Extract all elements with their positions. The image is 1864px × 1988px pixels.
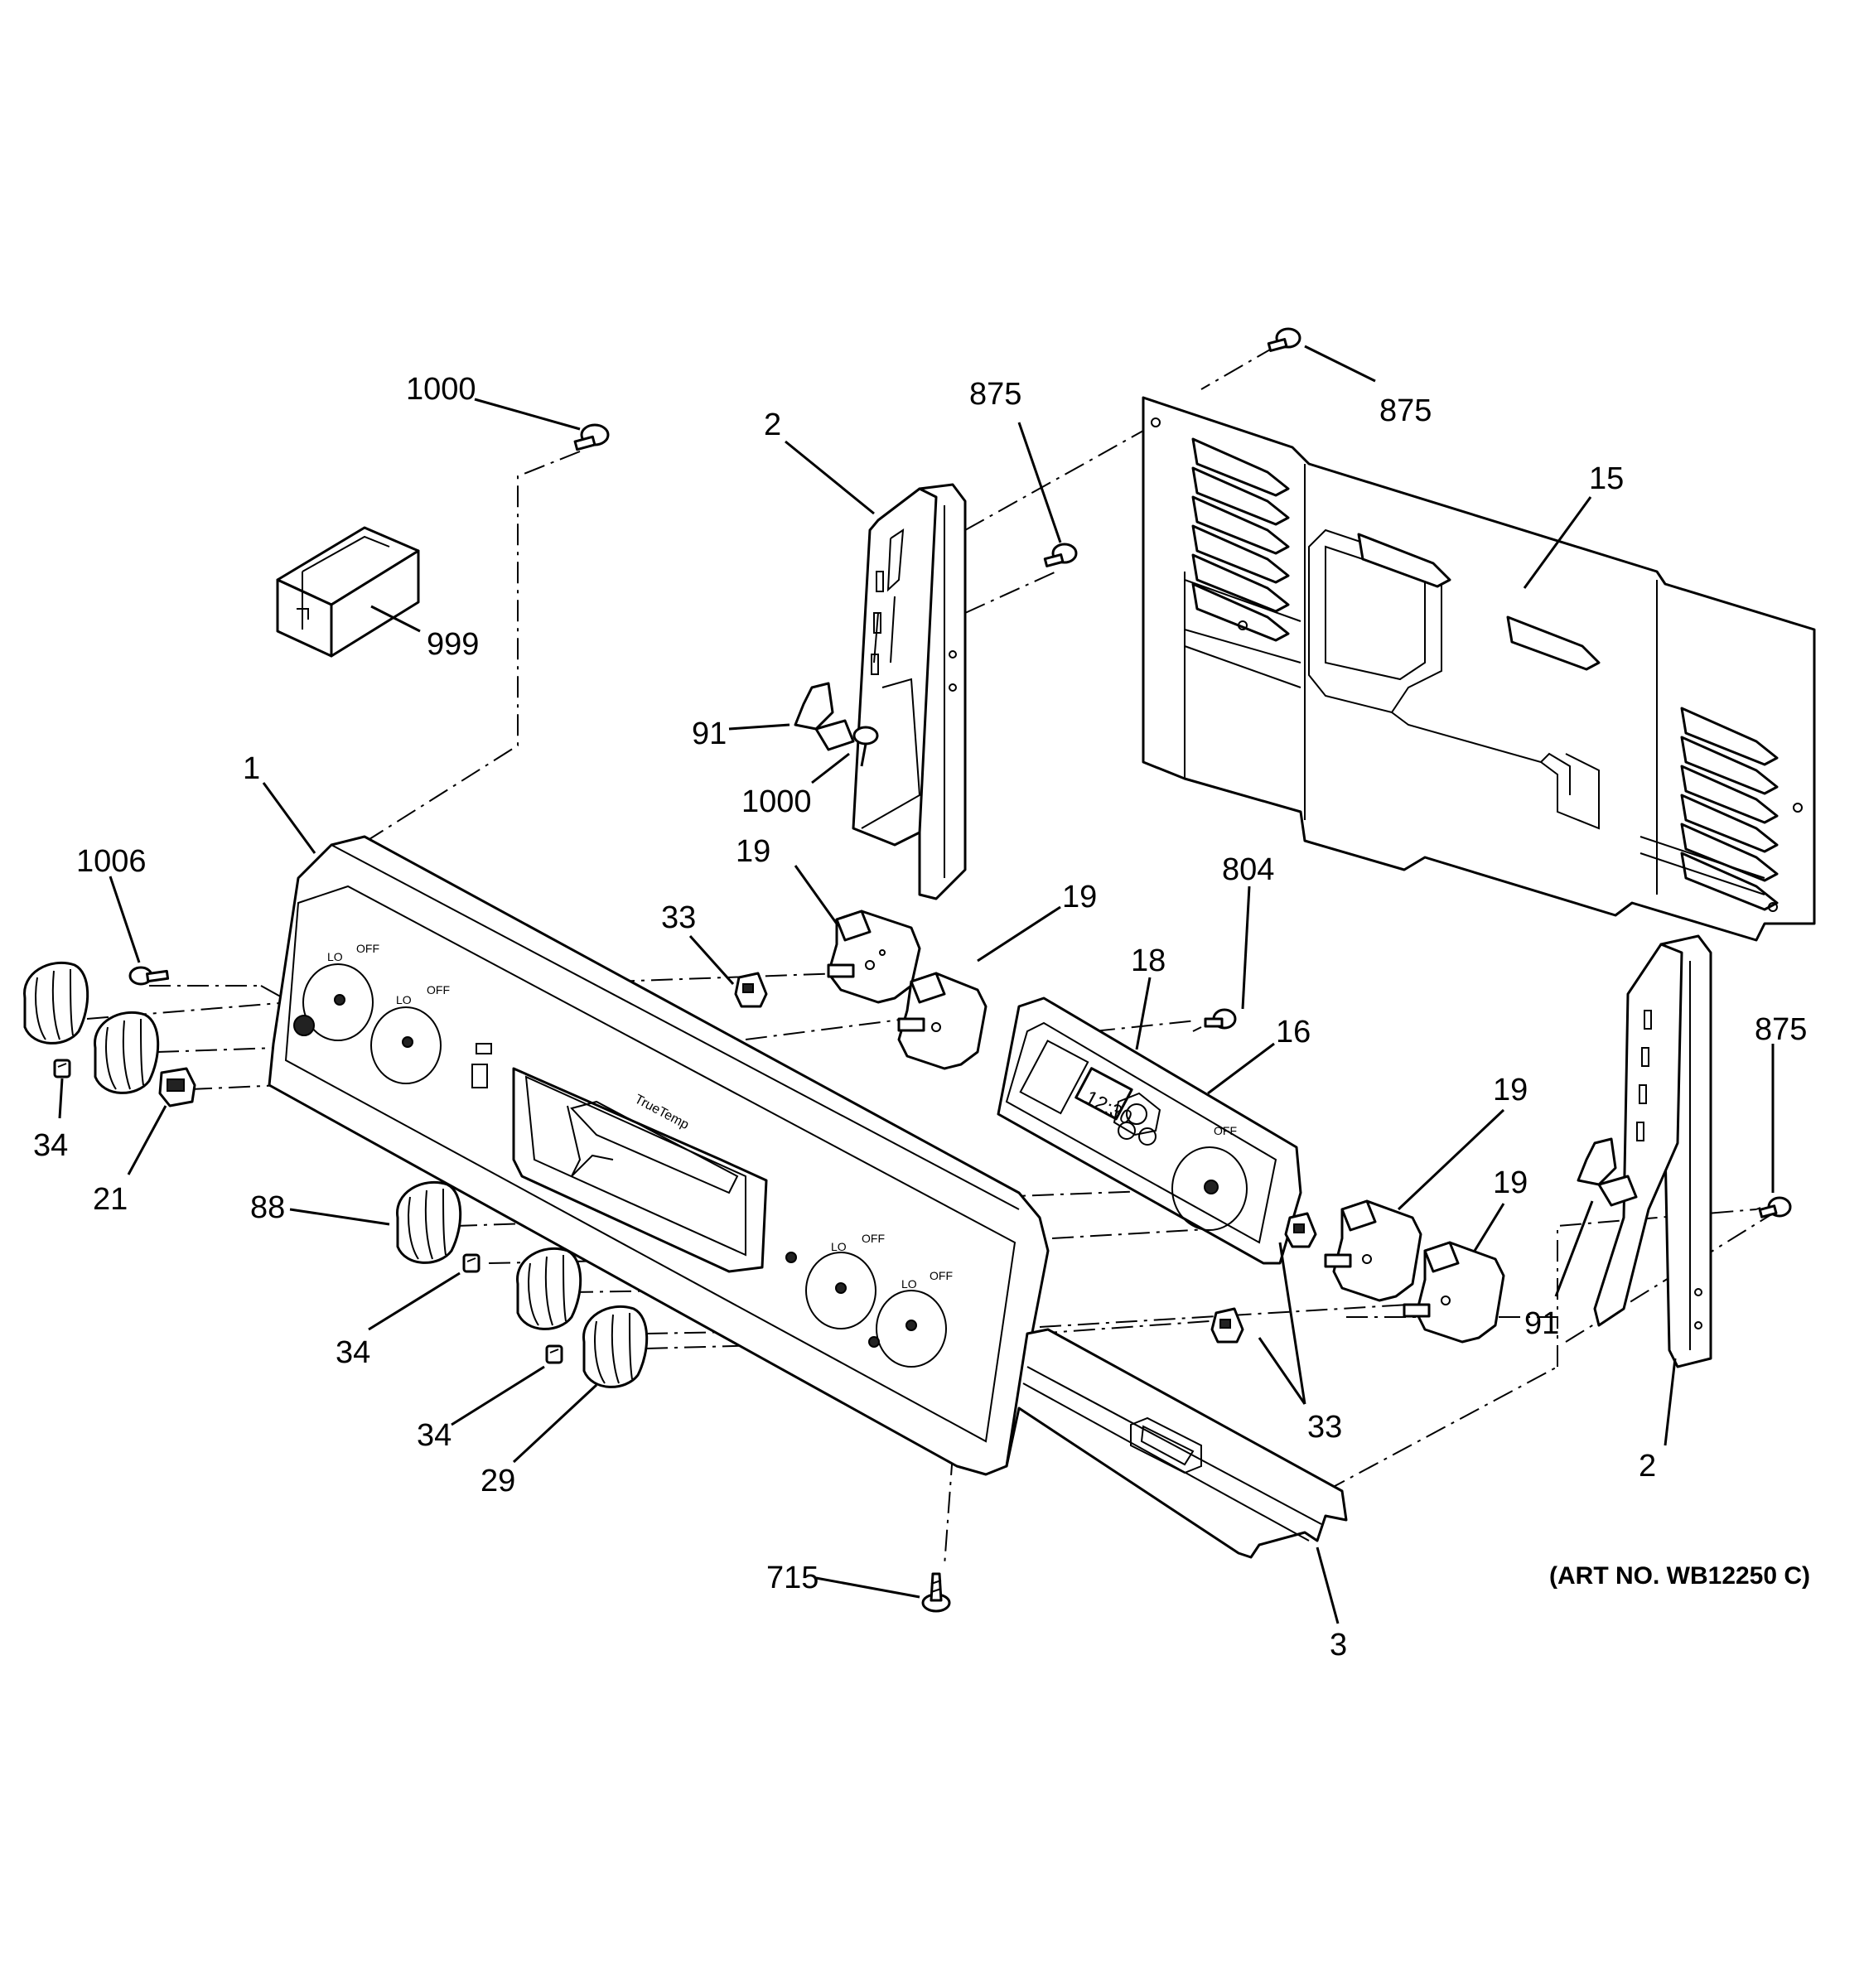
electronic-control-16: 12:30 OFF [997,996,1302,1265]
callout-18: 18 [1131,943,1166,978]
callout-2: 2 [1639,1449,1656,1484]
callout-875: 875 [969,377,1021,412]
callout-21: 21 [93,1182,128,1217]
indicator-light [868,1336,880,1348]
set-screw-34b [462,1253,480,1273]
callout-1006: 1006 [76,844,147,879]
knob-left-upper [23,961,89,1045]
dial-left-rear: OFF LO [302,942,379,1041]
dial-lo-text: LO [327,950,343,963]
switch-slot [471,1064,488,1088]
infinite-switch-19b [897,972,988,1070]
indicator-light [293,1015,315,1036]
callout-19: 19 [1493,1073,1528,1107]
callout-29: 29 [480,1464,515,1498]
screw-1006 [128,966,170,986]
dial-off-text: OFF [356,942,379,955]
clip-91-top [794,682,855,751]
clip-33a [734,972,768,1008]
callout-labels: 1000 2 875 875 15 999 91 1000 1 1006 19 … [33,372,1807,1662]
callout-34: 34 [33,1128,68,1163]
callout-875: 875 [1379,393,1432,428]
callout-804: 804 [1222,852,1274,887]
screw-875-top [1267,327,1301,352]
screw-1000-top [573,423,610,451]
dial-off-text: OFF [930,1269,953,1282]
dial-right-rear: OFF LO [805,1232,885,1329]
callout-16: 16 [1276,1015,1311,1049]
clip-91-right [1577,1137,1638,1207]
callout-999: 999 [427,627,479,662]
vent-slots-right [1680,707,1779,911]
indicator-light [785,1252,797,1263]
callout-15: 15 [1589,461,1624,496]
callout-19: 19 [736,834,770,869]
clip-33b [1284,1212,1317,1248]
side-bracket-right [1593,934,1712,1368]
dial-left-front: OFF LO [370,983,450,1084]
dial-lo-text: LO [831,1240,847,1253]
rear-vent-panel-15 [1142,396,1816,942]
callout-34: 34 [417,1418,452,1453]
callout-2: 2 [764,408,781,442]
set-screw-34a [53,1059,71,1078]
infinite-switch-19d [1403,1241,1505,1344]
callout-91: 91 [1524,1306,1559,1341]
callout-1: 1 [243,751,260,786]
dial-off-text: OFF [862,1232,885,1245]
set-screw-34c [545,1344,563,1364]
control-panel-1: OFF LO OFF LO TrueTemp OFF LO OFF LO [268,835,1050,1476]
rocker-switch-21 [158,1067,196,1107]
screw-875-right [1758,1196,1792,1218]
vent-slots-left [1191,437,1290,642]
box-999 [276,526,420,658]
knob-lower-middle [516,1247,582,1330]
vent-slots-middle [1357,533,1601,671]
callout-19: 19 [1062,880,1097,914]
dial-right-front: OFF LO [876,1269,953,1368]
screw-875-middle [1043,543,1078,567]
callout-1000: 1000 [741,784,812,819]
knob-88 [396,1180,462,1264]
callout-91: 91 [692,717,727,751]
knob-left-lower [94,1011,160,1094]
callout-3: 3 [1330,1628,1347,1662]
callout-33: 33 [1307,1410,1342,1445]
screw-804 [1204,1008,1237,1030]
callout-715: 715 [766,1561,819,1595]
screw-1000-middle [852,726,879,767]
knob-29 [582,1305,649,1388]
callout-34: 34 [336,1335,370,1370]
infinite-switch-19a [827,910,921,1004]
clip-33c [1210,1307,1244,1344]
dial-lo-text: LO [901,1277,917,1291]
dial-lo-text: LO [396,993,412,1006]
art-number: (ART NO. WB12250 C) [1549,1562,1810,1590]
dial-off-text: OFF [427,983,450,996]
callout-33: 33 [661,900,696,935]
leader-lines [58,345,1775,1624]
side-bracket-left [852,483,967,900]
screw-715 [921,1572,951,1613]
callout-88: 88 [250,1190,285,1225]
callout-19: 19 [1493,1165,1528,1200]
trim-strip-3 [1005,1328,1348,1559]
callout-875: 875 [1755,1012,1807,1047]
dial-off-text: OFF [1214,1124,1237,1137]
callout-1000: 1000 [406,372,476,407]
infinite-switch-19c [1324,1199,1422,1302]
